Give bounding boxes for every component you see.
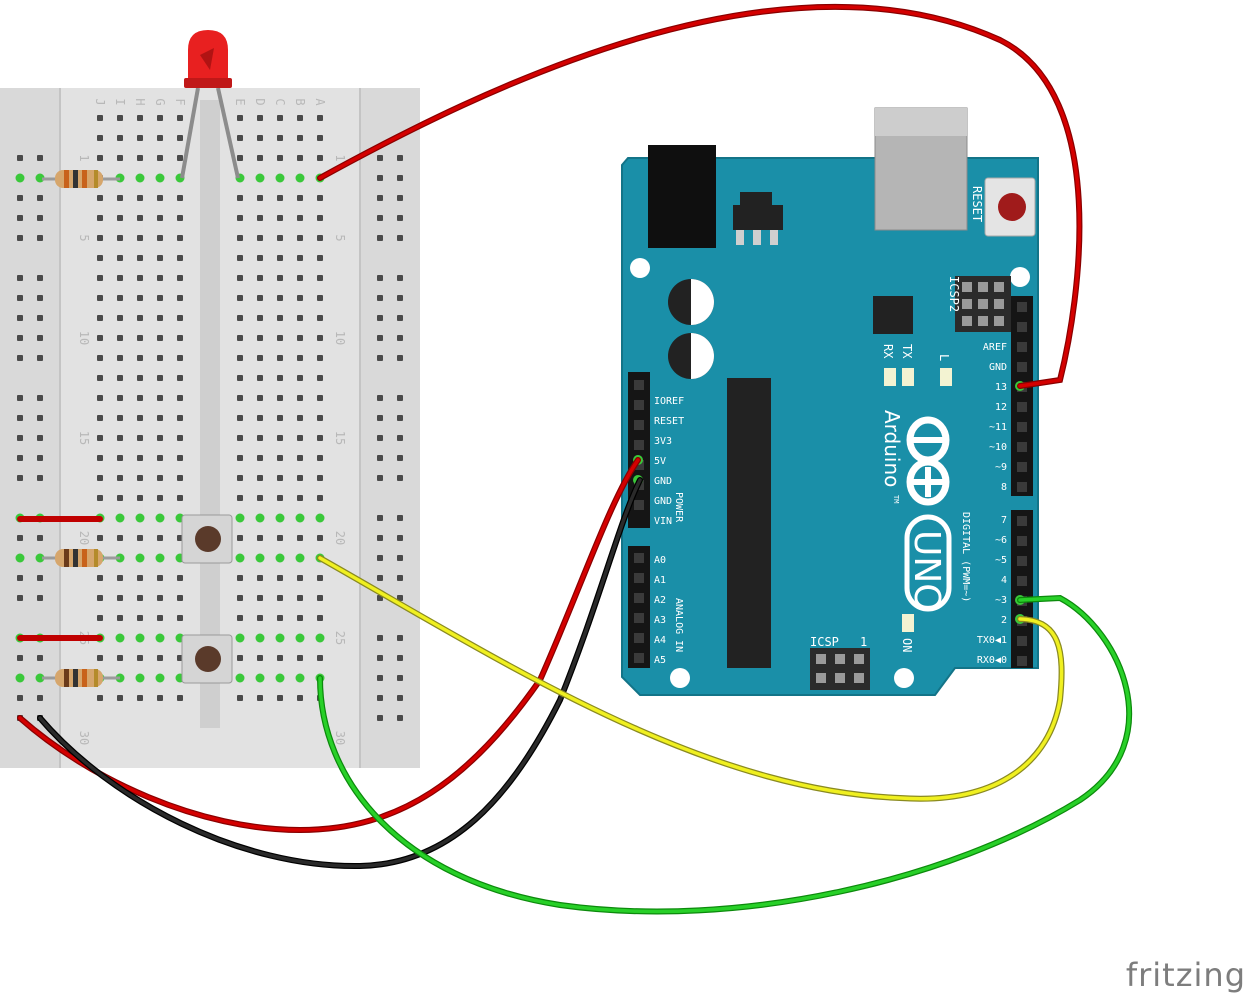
rx-led: [884, 368, 896, 386]
row-number-5: 5: [77, 234, 91, 241]
capacitor-1: [668, 279, 714, 325]
model-label: UNO: [906, 530, 947, 612]
row-number-15: 15: [333, 431, 347, 445]
led-red: [180, 30, 240, 179]
column-letter-G: G: [153, 98, 167, 105]
digital-pin-label: ~10: [989, 442, 1007, 453]
power-pin-label: VIN: [654, 516, 672, 527]
digital-pin-label: RX0◀0: [977, 655, 1007, 666]
wires: [17, 4, 1133, 915]
row-number-20: 20: [77, 531, 91, 545]
row-number-1: 1: [333, 154, 347, 161]
digital-pin-label: 7: [1001, 515, 1007, 526]
column-letter-C: C: [273, 98, 287, 105]
icsp-pin1-label: 1: [860, 635, 867, 649]
reset-label: RESET: [970, 186, 984, 222]
rx-label: RX: [881, 344, 895, 359]
arduino-board: RESET ICSP2 TX RX L Arduino TM UNO ON IC…: [621, 107, 1039, 696]
resistor-2: [42, 549, 120, 567]
row-number-30: 30: [77, 731, 91, 745]
arduino-infinity-logo: [906, 416, 950, 506]
tx-led: [902, 368, 914, 386]
reset-button-knob: [998, 193, 1026, 221]
column-letter-E: E: [233, 98, 247, 105]
analog-pin-label: A1: [654, 575, 666, 586]
power-pin-label: 5V: [654, 456, 666, 467]
digital-pin-label: AREF: [983, 342, 1007, 353]
column-letter-D: D: [253, 98, 267, 105]
row-number-20: 20: [333, 531, 347, 545]
analog-pin-label: A5: [654, 655, 666, 666]
row-number-30: 30: [333, 731, 347, 745]
column-letter-F: F: [173, 98, 187, 105]
power-pin-label: GND: [654, 496, 672, 507]
digital-pin-label: ~9: [995, 462, 1007, 473]
row-numbers: 115510101515202025253030: [77, 154, 347, 745]
analog-pin-label: A2: [654, 595, 666, 606]
icsp2-label: ICSP2: [947, 276, 961, 312]
column-letter-H: H: [133, 98, 147, 105]
trademark: TM: [892, 495, 900, 503]
on-led: [902, 614, 914, 632]
usb-chip: [873, 296, 913, 334]
digital-pin-label: ~5: [995, 555, 1007, 566]
analog-section-label: ANALOG IN: [673, 598, 684, 652]
digital-section-label: DIGITAL (PWM=~): [960, 512, 971, 602]
l-led: [940, 368, 952, 386]
digital-pin-label: 2: [1001, 615, 1007, 626]
digital-pin-label: ~6: [995, 535, 1007, 546]
analog-pin-label: A3: [654, 615, 666, 626]
digital-pin-label: 13: [995, 382, 1007, 393]
icsp-label: ICSP: [810, 635, 839, 649]
row-number-1: 1: [77, 154, 91, 161]
digital-pin-label: 12: [995, 402, 1007, 413]
power-pin-label: 3V3: [654, 436, 672, 447]
row-number-25: 25: [333, 631, 347, 645]
digital-pin-label: 8: [1001, 482, 1007, 493]
tx-label: TX: [900, 344, 914, 359]
column-letter-A: A: [313, 98, 327, 106]
row-number-10: 10: [333, 331, 347, 345]
analog-header: [628, 546, 650, 668]
power-pin-label: GND: [654, 476, 672, 487]
row-number-5: 5: [333, 234, 347, 241]
power-pin-label: IOREF: [654, 396, 684, 407]
pushbutton-2: [181, 634, 233, 684]
digital-pin-label: TX0◀1: [977, 635, 1007, 646]
on-label: ON: [900, 638, 914, 652]
fritzing-watermark: fritzing: [1125, 956, 1246, 994]
digital-pin-label: GND: [989, 362, 1007, 373]
breadboard-holes: [15, 115, 403, 721]
row-number-15: 15: [77, 431, 91, 445]
digital-pin-label: 4: [1001, 575, 1007, 586]
column-letter-B: B: [293, 98, 307, 105]
resistor-3: [42, 669, 120, 687]
row-number-10: 10: [77, 331, 91, 345]
center-channel: [200, 100, 220, 728]
microcontroller-chip: [727, 378, 771, 668]
power-section-label: POWER: [673, 492, 684, 523]
digital-pin-label: ~3: [995, 595, 1007, 606]
capacitor-2: [668, 333, 714, 379]
uno-logo-frame: [904, 514, 952, 612]
power-jack: [648, 145, 716, 248]
digital-header-bottom: [1011, 510, 1033, 668]
column-letter-J: J: [93, 98, 107, 105]
digital-header-top: [1011, 296, 1033, 496]
column-letter-I: I: [113, 98, 127, 105]
l-label: L: [937, 354, 951, 361]
analog-pin-label: A4: [654, 635, 666, 646]
pushbutton-1: [181, 514, 233, 564]
resistor-1: [42, 170, 120, 188]
power-pin-label: RESET: [654, 416, 684, 427]
analog-pin-label: A0: [654, 555, 666, 566]
arduino-brand: Arduino: [880, 410, 904, 487]
digital-pin-label: ~11: [989, 422, 1007, 433]
